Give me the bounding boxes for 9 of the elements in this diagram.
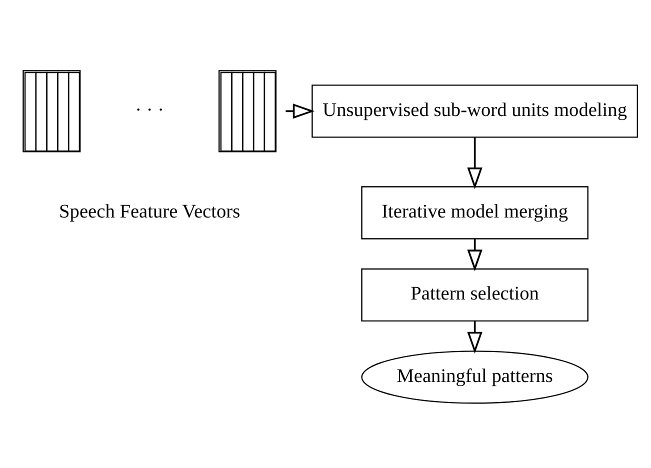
arrow — [467, 136, 482, 189]
arrow — [467, 238, 482, 271]
node-ellipse: Meaningful patterns — [361, 350, 588, 404]
label: Speech Feature Vectors — [59, 200, 240, 222]
label: · · · — [135, 99, 164, 120]
node-box: Iterative model merging — [361, 186, 588, 239]
arrow — [467, 320, 482, 354]
node-box: Pattern selection — [361, 268, 588, 322]
node-box: Unsupervised sub-word units modeling — [312, 84, 638, 138]
